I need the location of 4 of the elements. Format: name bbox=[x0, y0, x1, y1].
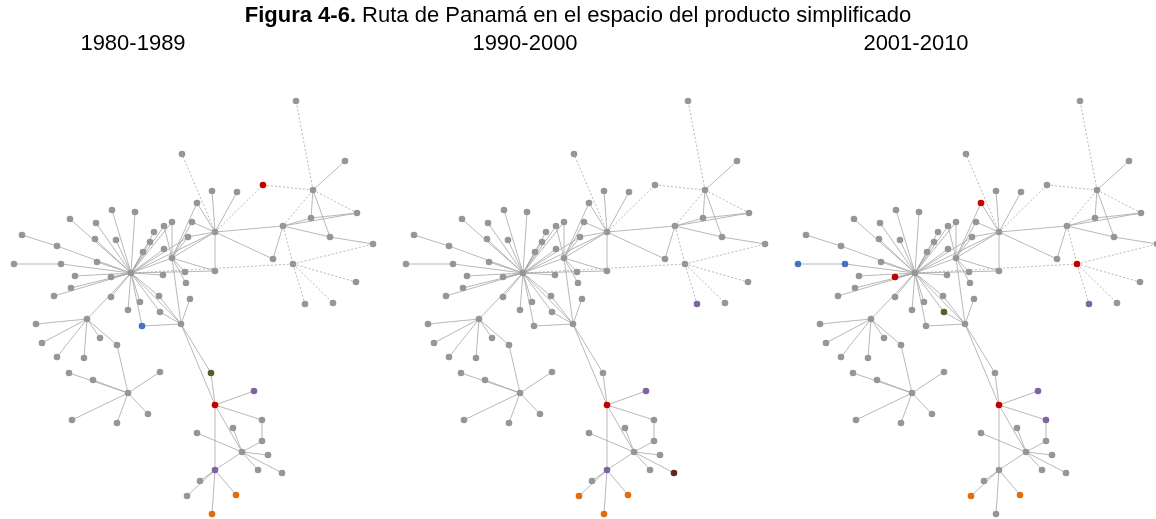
period-label: 2001-2010 bbox=[863, 30, 969, 56]
figure-title: Figura 4-6. Ruta de Panamá en el espacio del producto simplificado bbox=[244, 2, 912, 27]
period-label: 1980-1989 bbox=[80, 30, 186, 56]
period-label: 1990-2000 bbox=[472, 30, 578, 56]
